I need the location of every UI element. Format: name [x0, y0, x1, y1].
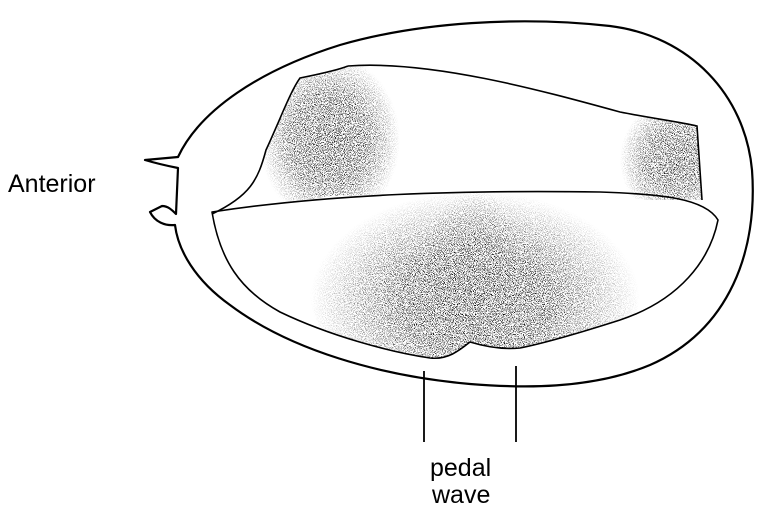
pedal-wave-label-line1: pedal [430, 456, 491, 481]
anterior-label: Anterior [8, 172, 96, 197]
pedal-wave-label-line2: wave [432, 483, 490, 508]
